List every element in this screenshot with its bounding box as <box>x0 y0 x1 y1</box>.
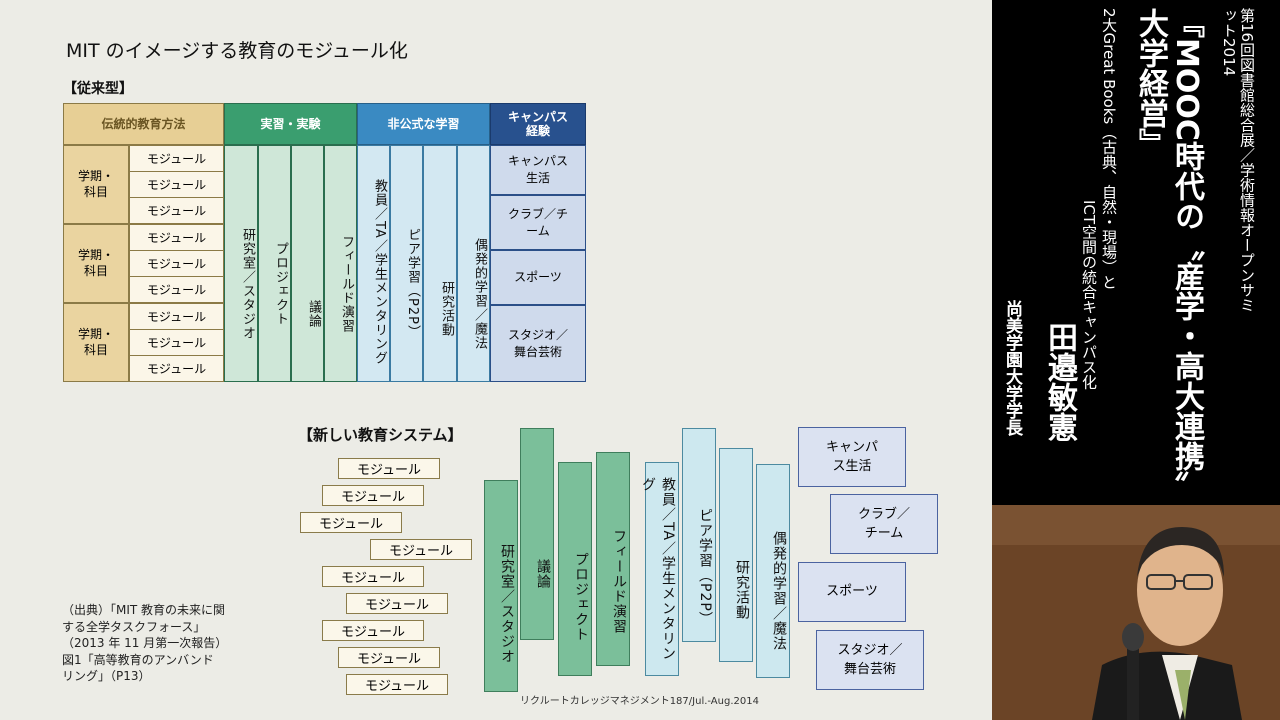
new-campus-box: スタジオ／舞台芸術 <box>816 630 924 690</box>
new-practice-bar: 議論 <box>520 428 554 640</box>
informal-column: ピア学習（P2P） <box>390 145 423 382</box>
new-informal-bar: ピア学習（P2P） <box>682 428 716 642</box>
term-cell: 学期・科目 <box>63 303 129 382</box>
title-panel: 第16回図書館総合展／学術情報オープンサミット2014 『MOOC時代の〝産学・… <box>992 0 1280 505</box>
module-cell: モジュール <box>129 224 224 251</box>
module-cell: モジュール <box>129 145 224 172</box>
header-campus: キャンパス経験 <box>490 103 586 145</box>
speaker-video <box>992 505 1280 720</box>
new-system-section-label: 【新しい教育システム】 <box>298 426 463 444</box>
new-informal-bar: 偶発的学習／魔法 <box>756 464 790 678</box>
module-cell: モジュール <box>129 329 224 356</box>
campus-cell: スポーツ <box>490 250 586 305</box>
module-cell: モジュール <box>129 250 224 277</box>
term-cell: 学期・科目 <box>63 224 129 303</box>
campus-cell: キャンパス生活 <box>490 145 586 195</box>
source-note-line: （2013 年 11 月第一次報告） <box>62 636 228 651</box>
practice-column: 議論 <box>291 145 324 382</box>
header-informal: 非公式な学習 <box>357 103 490 145</box>
module-cell: モジュール <box>129 355 224 382</box>
new-module: モジュール <box>322 620 424 641</box>
event-name: 第16回図書館総合展／学術情報オープンサミット2014 <box>1220 8 1256 313</box>
informal-column: 偶発的学習／魔法 <box>457 145 490 382</box>
new-campus-box: クラブ／チーム <box>830 494 938 554</box>
speaker-affiliation: 尚美学園大学学長 <box>1002 300 1022 436</box>
practice-column: プロジェクト <box>258 145 291 382</box>
module-cell: モジュール <box>129 276 224 303</box>
new-module: モジュール <box>322 566 424 587</box>
campus-cell: クラブ／チーム <box>490 195 586 250</box>
new-module: モジュール <box>346 674 448 695</box>
header-practice: 実習・実験 <box>224 103 357 145</box>
module-cell: モジュール <box>129 197 224 224</box>
new-module: モジュール <box>300 512 402 533</box>
new-practice-bar: フィールド演習 <box>596 452 630 666</box>
subtitle-line-2: ICT空間の統合キャンパス化 <box>1080 200 1098 390</box>
speaker-name: 田邉敏憲 <box>1042 322 1077 442</box>
source-note: （出典）「MIT 教育の未来に関 する全学タスクフォース」 （2013 年 11… <box>62 602 227 685</box>
header-traditional: 伝統的教育方法 <box>63 103 224 145</box>
speaker-figure <box>992 505 1280 720</box>
informal-column: 研究活動 <box>423 145 457 382</box>
term-cell: 学期・科目 <box>63 145 129 224</box>
credit-line: リクルートカレッジマネジメント187/Jul.-Aug.2014 <box>520 696 759 707</box>
new-campus-box: スポーツ <box>798 562 906 622</box>
new-informal-bar: 研究活動 <box>719 448 753 662</box>
new-module: モジュール <box>346 593 448 614</box>
slide-title: MIT のイメージする教育のモジュール化 <box>66 40 408 62</box>
module-cell: モジュール <box>129 303 224 330</box>
practice-column: フィールド演習 <box>324 145 357 382</box>
new-module: モジュール <box>370 539 472 560</box>
new-practice-bar: 研究室／スタジオ <box>484 480 518 692</box>
new-module: モジュール <box>322 485 424 506</box>
main-title: 『MOOC時代の〝産学・高大連携〟大学経営』 <box>1133 8 1204 486</box>
source-note-line: 図1「高等教育のアンバンド <box>62 652 214 667</box>
presentation-slide: MIT のイメージする教育のモジュール化 【従来型】 伝統的教育方法 実習・実験… <box>0 0 992 720</box>
new-module: モジュール <box>338 647 440 668</box>
source-note-line: する全学タスクフォース」 <box>62 619 206 634</box>
new-module: モジュール <box>338 458 440 479</box>
subtitle-line-1: 2大Great Books（古典、自然・現場）と <box>1100 8 1118 290</box>
new-campus-box: キャンパス生活 <box>798 427 906 487</box>
traditional-section-label: 【従来型】 <box>63 81 133 97</box>
source-note-line: （出典）「MIT 教育の未来に関 <box>62 603 226 617</box>
new-informal-bar: 教員／TA／学生メンタリング <box>640 462 679 676</box>
new-practice-bar: プロジェクト <box>558 462 592 676</box>
source-note-line: リング」（P13） <box>62 669 151 684</box>
module-cell: モジュール <box>129 171 224 198</box>
informal-column: 教員／TA／学生メンタリング <box>357 145 390 382</box>
practice-column: 研究室／スタジオ <box>224 145 258 382</box>
campus-cell: スタジオ／舞台芸術 <box>490 305 586 382</box>
